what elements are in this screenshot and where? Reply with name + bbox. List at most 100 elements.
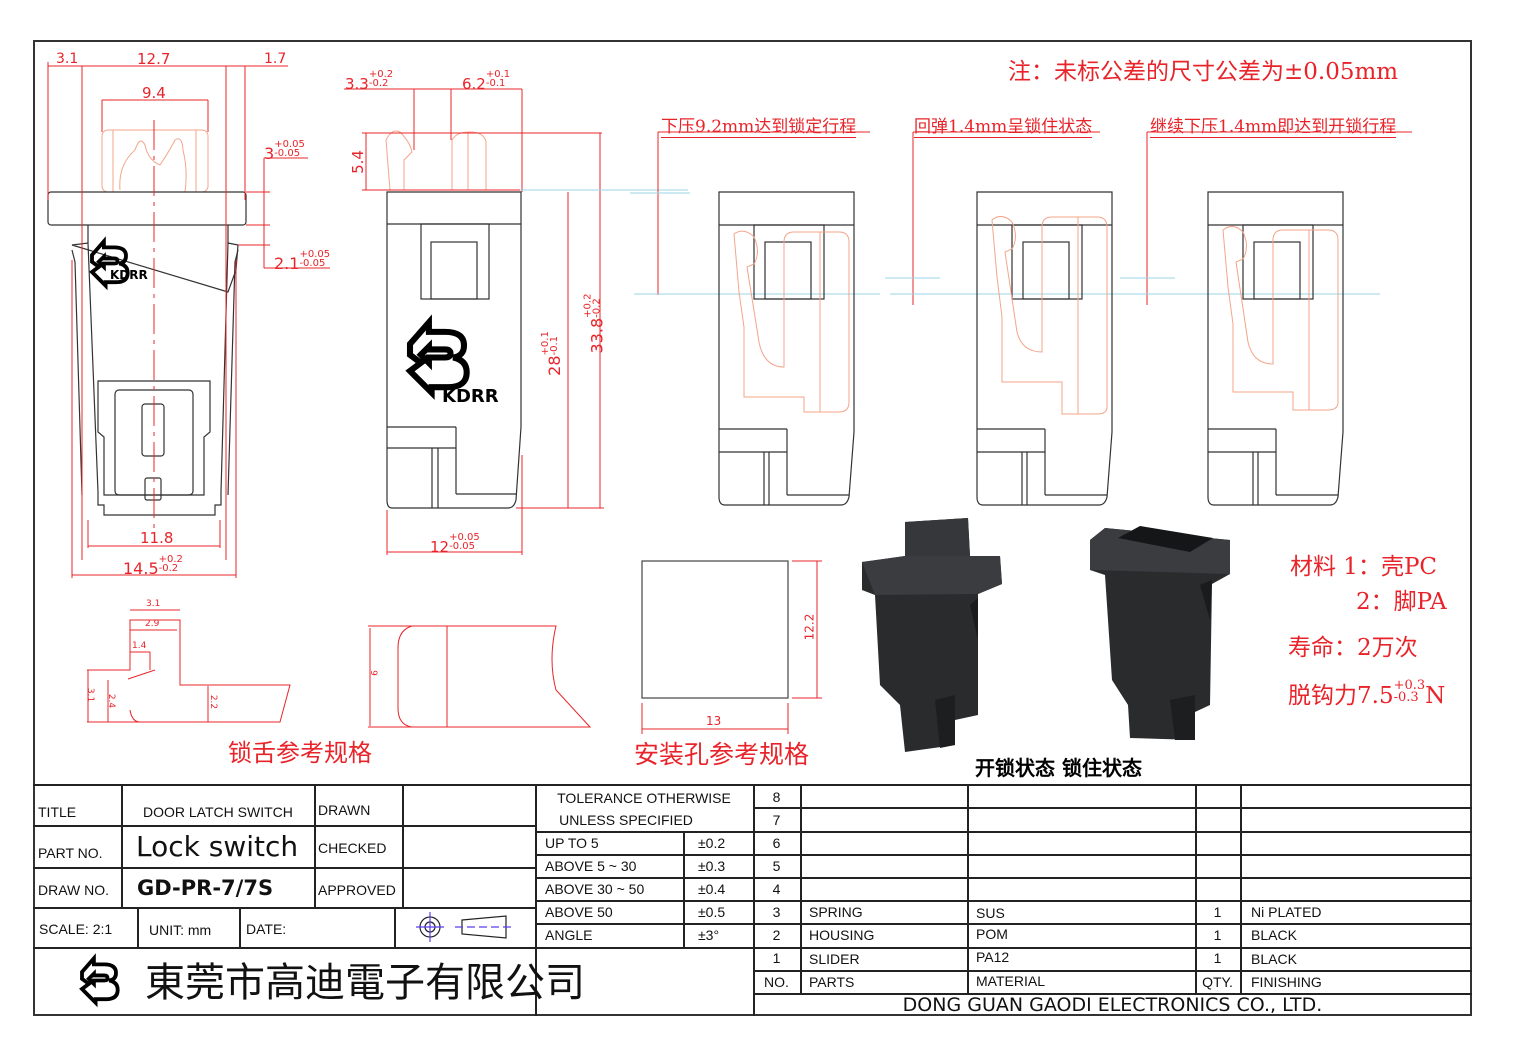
dim-front-2-1: 2.1+0.05-0.05: [274, 249, 331, 274]
dim-strike-9: 9: [367, 670, 378, 676]
tolerance-range: ANGLE: [545, 927, 593, 943]
dim-side-6-2: 6.2+0.1-0.1: [462, 69, 511, 94]
spec-material-1: 材料 1：壳PC: [1290, 554, 1438, 580]
product-photo-locked: [1090, 526, 1230, 740]
title-label: TITLE: [38, 804, 77, 820]
bom-qty: 1: [1213, 927, 1222, 943]
spec-life: 寿命：2万次: [1288, 635, 1418, 661]
dim-side-12: 12+0.05-0.05: [430, 532, 480, 557]
side-view-dimensions: [344, 88, 604, 555]
draw-no-value: GD-PR-7/7S: [137, 876, 274, 900]
bom-no: 5: [772, 858, 781, 874]
bom-header-no: NO.: [764, 974, 789, 990]
dim-hole-width: 13: [706, 714, 722, 728]
kdrr-logo-text-front: KDRR: [110, 268, 148, 282]
tolerance-value: ±3°: [698, 927, 720, 943]
company-name-cn: 東莞市高迪電子有限公司: [145, 960, 585, 1006]
bom-no: 1: [772, 950, 781, 966]
front-view: [47, 129, 247, 516]
dim-tongue-2-4: 2.4: [106, 693, 117, 709]
front-view-dimensions: [47, 62, 330, 578]
bom-no: 2: [772, 927, 781, 943]
dim-front-9-4: 9.4: [142, 84, 166, 102]
part-no-label: PART NO.: [38, 845, 103, 861]
bom-material: POM: [976, 926, 1008, 942]
tolerance-value: ±0.2: [698, 835, 726, 851]
tolerance-header-1: TOLERANCE OTHERWISE: [557, 790, 731, 806]
bom-finish: BLACK: [1251, 951, 1297, 967]
tongue-spec-title: 锁舌参考规格: [228, 739, 372, 767]
drawn-label: DRAWN: [318, 802, 371, 818]
spec-material-2: 2：脚PA: [1356, 589, 1447, 615]
side-view: [385, 130, 522, 509]
dim-front-12-7: 12.7: [137, 50, 171, 68]
checked-label: CHECKED: [318, 840, 387, 856]
state-label-locked: 回弹1.4mm呈锁住状态: [914, 112, 1093, 138]
tolerance-note: 注：未标公差的尺寸公差为±0.05mm: [1008, 59, 1399, 85]
dim-tongue-2-9: 2.9: [145, 619, 160, 629]
bom-finish: BLACK: [1251, 927, 1297, 943]
dim-front-11-8: 11.8: [140, 529, 174, 547]
company-name-en: DONG GUAN GAODI ELECTRONICS CO., LTD.: [902, 993, 1323, 1016]
tongue-spec-drawing: [87, 609, 291, 723]
tolerance-range: ABOVE 30 ~ 50: [545, 881, 645, 897]
title-value: DOOR LATCH SWITCH: [143, 804, 293, 820]
bom-header-parts: PARTS: [809, 974, 855, 990]
state-label-lock-stroke: 下压9.2mm达到锁定行程: [661, 112, 857, 138]
dim-front-14-5: 14.5+0.2-0.2: [123, 554, 183, 579]
dim-front-3-1: 3.1: [56, 51, 79, 67]
drawing-frame: [33, 40, 1472, 1016]
tolerance-range: ABOVE 5 ~ 30: [545, 858, 637, 874]
bom-header-material: MATERIAL: [976, 973, 1045, 989]
dim-tongue-3-1: 3.1: [146, 599, 161, 609]
dim-tongue-3-1-v: 3.1: [85, 687, 96, 703]
dim-side-28: 28+0.1-0.1: [539, 331, 564, 376]
bom-part: SPRING: [809, 904, 863, 920]
bom-material: SUS: [976, 905, 1005, 921]
bom-no: 6: [772, 835, 781, 851]
strike-plate-drawing: [368, 625, 592, 728]
bom-header-finishing: FINISHING: [1251, 974, 1322, 990]
bom-header-qty: QTY.: [1202, 974, 1233, 990]
tolerance-range: ABOVE 50: [545, 904, 613, 920]
tolerance-range: UP TO 5: [545, 835, 599, 851]
projection-symbol: [416, 912, 515, 942]
bom-part: HOUSING: [809, 927, 875, 943]
photo-caption: 开锁状态 锁住状态: [975, 756, 1142, 780]
dim-front-3: 3+0.05-0.05: [264, 139, 305, 164]
hole-spec-title: 安装孔参考规格: [634, 740, 810, 769]
bom-part: SLIDER: [809, 951, 860, 967]
unit-label: UNIT: mm: [149, 922, 212, 938]
part-no-value: Lock switch: [136, 829, 299, 863]
dim-side-33-8: 33.8+0.2-0.2: [582, 293, 607, 354]
tolerance-value: ±0.3: [698, 858, 726, 874]
kdrr-logo-text-side: KDRR: [442, 386, 499, 407]
dim-tongue-1-4: 1.4: [132, 641, 147, 651]
tolerance-header-2: UNLESS SPECIFIED: [559, 812, 693, 828]
kdrr-logo-side: [410, 322, 467, 392]
bom-qty: 1: [1213, 904, 1222, 920]
dim-tongue-2-2: 2.2: [208, 694, 219, 710]
bom-material: PA12: [976, 949, 1010, 965]
bom-no: 4: [772, 881, 781, 897]
scale-label: SCALE: 2:1: [39, 921, 113, 937]
tolerance-value: ±0.4: [698, 881, 726, 897]
dim-side-3-3: 3.3+0.2-0.2: [345, 69, 394, 94]
state-label-unlock-stroke: 继续下压1.4mm即达到开锁行程: [1150, 112, 1397, 138]
date-label: DATE:: [246, 921, 287, 937]
tolerance-value: ±0.5: [698, 904, 726, 920]
title-block: TITLE DOOR LATCH SWITCH DRAWN PART NO. L…: [33, 784, 1472, 1016]
hole-spec-drawing: [641, 560, 822, 734]
product-photo-unlocked: [862, 518, 1002, 752]
state-views: [630, 131, 1412, 506]
bom-no: 7: [772, 812, 781, 828]
dim-front-1-7: 1.7: [264, 51, 287, 67]
dim-side-5-4: 5.4: [348, 150, 367, 174]
bom-finish: Ni PLATED: [1251, 904, 1322, 920]
approved-label: APPROVED: [318, 882, 396, 898]
dim-hole-height: 12.2: [802, 613, 817, 641]
bom-no: 3: [772, 904, 781, 920]
bom-no: 8: [772, 789, 781, 805]
